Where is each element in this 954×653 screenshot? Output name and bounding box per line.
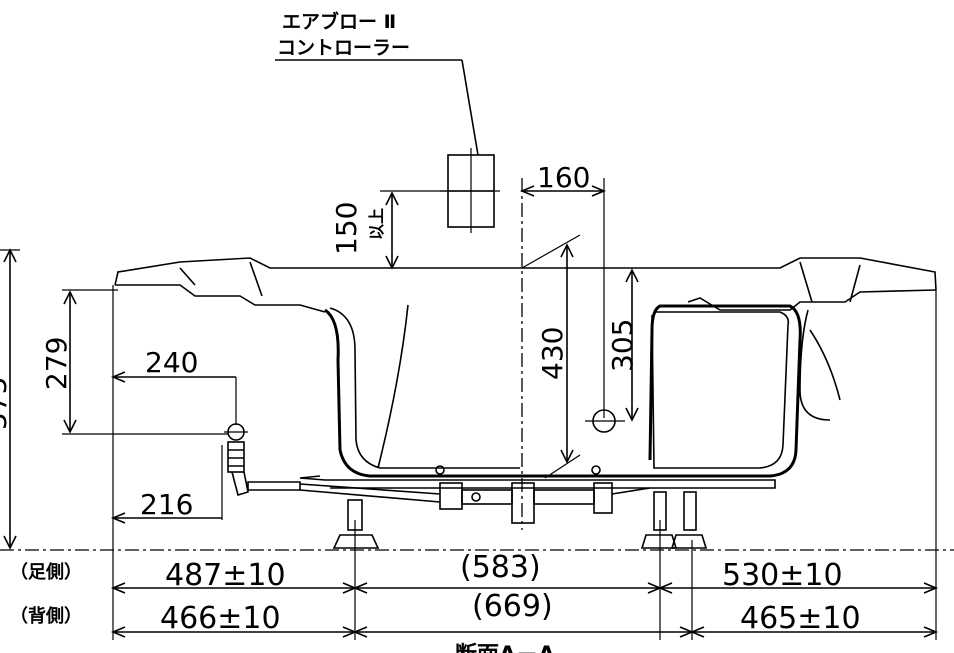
left-fitting: [224, 423, 249, 497]
dim-305-value: 305: [606, 319, 639, 372]
back-left-value: 466±10: [160, 601, 281, 636]
dim-150-note: 以上: [367, 208, 386, 240]
dim-left-overall: 575: [0, 248, 20, 550]
dim-279: 279: [40, 289, 228, 435]
controller-callout: エアブロー Ⅱ コントローラー: [275, 10, 479, 156]
drain-assembly: [247, 481, 651, 524]
back-right-value: 465±10: [740, 601, 861, 636]
dim-240-value: 240: [145, 346, 198, 379]
foot-right-value: 530±10: [722, 558, 843, 593]
dim-216: 216: [110, 445, 223, 524]
dim-150-value: 150: [330, 202, 363, 255]
dim-160: 160: [519, 161, 607, 418]
leg-adjusters: [332, 491, 708, 549]
controller-label-line2: コントローラー: [277, 37, 410, 59]
section-title: 断面A－A: [455, 642, 555, 653]
dim-216-value: 216: [140, 488, 193, 521]
dim-430-value: 430: [536, 327, 569, 380]
foot-left-value: 487±10: [165, 558, 286, 593]
back-side-label: （背側）: [10, 605, 82, 627]
dim-left-value: 575: [0, 377, 13, 430]
controller-box: [440, 148, 500, 233]
dim-305: 305: [585, 268, 639, 433]
dim-430: 430: [521, 234, 581, 479]
foot-side-label: （足側）: [10, 561, 82, 583]
dim-150: 150 以上: [330, 190, 448, 270]
dim-160-value: 160: [537, 161, 590, 194]
foot-mid-value: (583): [460, 550, 541, 585]
bathtub-body: [114, 257, 937, 489]
dim-279-value: 279: [40, 337, 73, 390]
row-foot-side: （足側） 487±10 (583) 530±10: [10, 550, 939, 594]
controller-label-line1: エアブロー Ⅱ: [282, 10, 396, 33]
back-mid-value: (669): [472, 589, 553, 624]
dim-240: 240: [110, 346, 237, 425]
row-back-side: （背側） 466±10 (669) 465±10: [10, 589, 939, 638]
